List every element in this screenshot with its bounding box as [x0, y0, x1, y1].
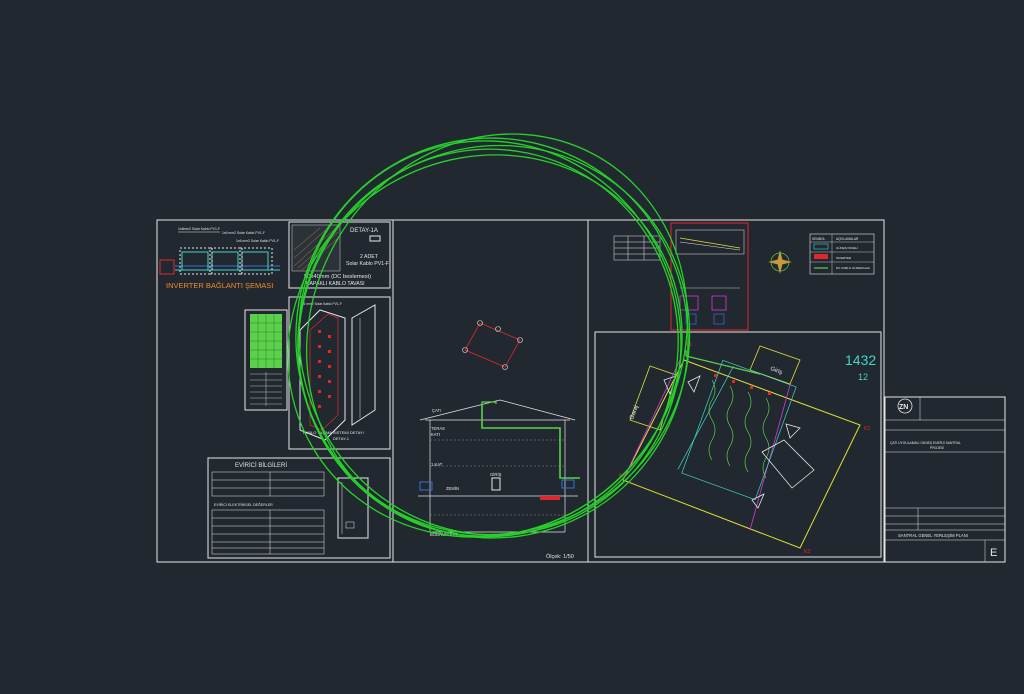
scale-label: Ölçek: 1/50 [546, 553, 574, 560]
detail-line4: KAPAKLI KABLO TAVASI [306, 281, 365, 287]
title-block[interactable]: ZN ÇATI UYGULAMALI GÜNEŞ ENERJİ SANTRAL … [884, 396, 1006, 563]
sheet-title: SANTRAL GENEL YERLEŞİM PLANI [898, 533, 968, 538]
inverter-sub-title: EVİRİCİ ELEKTRİKSEL DEĞERLER [214, 502, 273, 507]
company-logo: ZN [897, 398, 913, 414]
cable-tray-top: 1x6 mm2 Solar Kablo PV1-F [300, 302, 342, 306]
label-entrance: GİRİŞ [490, 472, 502, 477]
panel-datasheet[interactable] [244, 309, 288, 411]
cable-tray-detail[interactable]: 1x6 mm2 Solar Kablo PV1-F KABLO TAŞIMA S… [288, 296, 391, 450]
inverter-info-title: EVİRİCİ BİLGİLERİ [235, 462, 287, 469]
inverter-schema[interactable]: 1x6mm2 Solar Kablo PV1-F 1x6 mm2 Solar K… [159, 227, 280, 290]
site-plan[interactable]: K1 K2 K3 K4 Giriş Garaj 1432 12 [594, 331, 882, 558]
legend-row-panel: GÜNEŞ PANELİ [836, 245, 858, 250]
label-terrace-1: TERAS [431, 426, 445, 431]
cable-tray-sub: DETAY-1 [333, 436, 350, 441]
inverter-schema-title: INVERTER BAĞLANTI ŞEMASI [166, 281, 273, 290]
detail-title: DETAY-1A [350, 228, 378, 234]
legend-box[interactable]: SEMBOL AÇIKLAMALAR GÜNEŞ PANELİ İNVERTER… [809, 233, 875, 275]
cable-tray-note: KABLO TAŞIMA SİSTEMİ DETAYI [303, 430, 364, 435]
label-floor-1: 1.KAT [431, 462, 443, 467]
entrance-label: Giriş [769, 366, 783, 376]
legend-title-symbol: SEMBOL [812, 237, 826, 241]
compass-icon [768, 250, 792, 274]
label-roof: ÇATI [432, 408, 441, 413]
panel-count: 1432 [845, 352, 876, 368]
sheet-letter: E [990, 547, 997, 559]
project-line-1: ÇATI UYGULAMALI GÜNEŞ ENERJİ SANTRAL [890, 440, 961, 445]
label-ground: ZEMİN [446, 486, 459, 491]
garage-label: Garaj [629, 405, 640, 421]
orbit-rings[interactable] [218, 66, 769, 615]
detail-line2: Solar Kablo PV1-F [346, 261, 389, 267]
label-terrace-2: KATI [431, 432, 440, 437]
inverter-info-box[interactable]: EVİRİCİ BİLGİLERİ EVİRİCİ ELEKTRİKSEL DE… [207, 457, 391, 559]
corner-k3: K3 [804, 549, 810, 555]
detail-line3: 50x40mm (DC beslemesi) [304, 274, 371, 280]
inverter-drawing [337, 477, 369, 539]
legend-row-dc-cable: DC KABLO GÜZERGAHI [836, 266, 870, 270]
roof-detail-box[interactable] [670, 222, 749, 331]
company-logo-text: ZN [899, 404, 908, 411]
legend-row-inverter: İNVERTER [836, 255, 852, 260]
cable-label-1: 1x6mm2 Solar Kablo PV1-F [178, 227, 220, 231]
inverter-count: 12 [858, 372, 868, 382]
cable-label-2: 1x6 mm2 Solar Kablo PV1-F [222, 231, 265, 235]
detail-line1: 2 ADET [360, 254, 379, 260]
legend-title-desc: AÇIKLAMALAR [836, 237, 859, 241]
cable-label-3: 1x6 mm2 Solar Kablo PV1-F [236, 239, 279, 243]
tray-section-icon [369, 235, 381, 242]
project-line-2: PROJESİ [930, 445, 944, 450]
corner-k2: K2 [864, 426, 870, 432]
